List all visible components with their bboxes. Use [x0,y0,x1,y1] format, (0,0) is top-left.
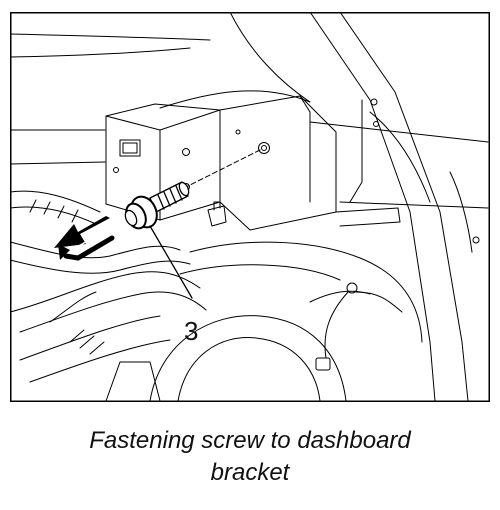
wiring-harness [10,190,207,383]
callout-leader [149,225,193,299]
illustration-frame [10,12,490,402]
lower-components [105,241,423,402]
removal-arrow-icon [54,216,115,261]
sensor-cable [315,282,403,371]
caption-line-2: bracket [210,459,290,486]
dashboard-bracket [105,103,221,221]
callout-label-3: 3 [184,316,198,346]
vehicle-pillar [10,12,489,402]
caption-line-1: Fastening screw to dashboard [89,427,411,454]
figure-caption: Fastening screw to dashboard bracket [0,425,500,489]
retaining-clip [207,201,227,227]
upper-dashboard-structure [10,12,311,165]
installation-illustration: 3 [10,12,490,402]
screw [124,181,190,230]
mounting-plate [219,95,401,231]
